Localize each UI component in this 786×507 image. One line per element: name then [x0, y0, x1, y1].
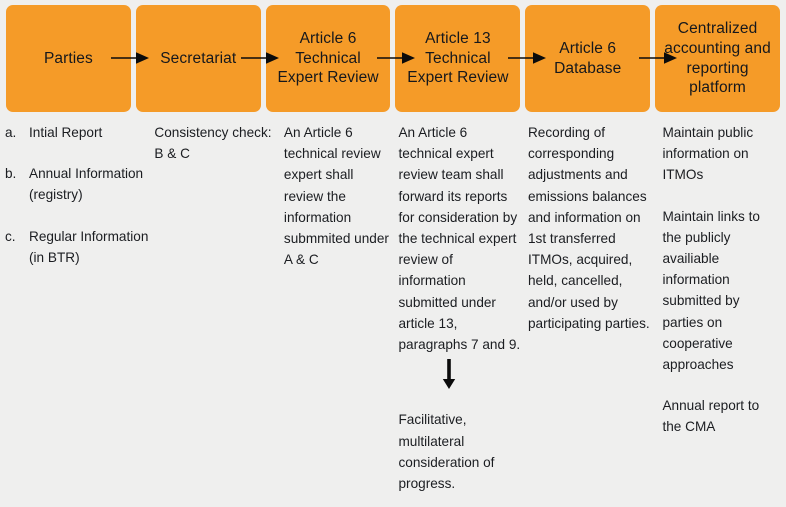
column-paragraph: Facilitative, multilateral consideration… — [398, 412, 495, 492]
column-article13-ter: An Article 6 technical expert review tea… — [398, 122, 528, 494]
arrow-down-icon — [443, 359, 456, 390]
process-box-parties[interactable]: Parties — [6, 5, 131, 112]
list-item-marker: c. — [5, 228, 16, 244]
list-item-text: Annual Information (registry) — [29, 166, 144, 203]
process-box-article6-database[interactable]: Article 6 Database — [525, 5, 651, 112]
process-box-label: Article 6 Technical Expert Review — [277, 30, 379, 87]
column-paragraph: Maintain links to the publicly availiabl… — [662, 208, 760, 373]
list-item: b. Annual Information (registry) — [5, 163, 148, 205]
process-box-article13-technical-expert-review[interactable]: Article 13 Technical Expert Review — [395, 5, 521, 112]
list-item-marker: b. — [5, 166, 17, 182]
column-paragraph: Annual report to the CMA — [662, 398, 760, 435]
process-box-label: Article 6 Database — [554, 39, 622, 77]
process-box-centralized-accounting-platform[interactable]: Centralized accounting and reporting pla… — [655, 5, 780, 112]
parties-report-list: a. Intial Report b. Annual Information (… — [5, 122, 148, 268]
process-box-label: Parties — [43, 49, 93, 67]
column-paragraph: Maintain public information on ITMOs — [662, 125, 754, 183]
process-box-label: Article 13 Technical Expert Review — [407, 30, 509, 87]
process-box-secretariat[interactable]: Secretariat — [135, 5, 261, 112]
column-centralized-platform: Maintain public information on ITMOs Mai… — [662, 122, 783, 494]
column-parties: a. Intial Report b. Annual Information (… — [5, 122, 154, 494]
arrow-down-wrapper — [398, 359, 522, 395]
process-box-label: Centralized accounting and reporting pla… — [664, 20, 771, 97]
list-item: c. Regular Information (in BTR) — [5, 226, 148, 268]
column-secretariat: Consistency check: B & C — [154, 122, 284, 494]
process-box-label: Secretariat — [160, 49, 237, 67]
column-article6-database: Recording of corresponding adjustments a… — [528, 122, 662, 494]
list-item-text: Intial Report — [29, 125, 103, 140]
list-item-text: Regular Information (in BTR) — [29, 228, 149, 265]
column-paragraph: Consistency check: B & C — [154, 125, 272, 162]
column-paragraph: An Article 6 technical review expert sha… — [283, 125, 389, 268]
column-paragraph: An Article 6 technical expert review tea… — [398, 125, 521, 353]
column-article6-ter: An Article 6 technical review expert sha… — [284, 122, 399, 494]
process-box-row: Parties Secretariat Article 6 Technical … — [6, 5, 780, 112]
list-item: a. Intial Report — [5, 122, 148, 143]
description-columns: a. Intial Report b. Annual Information (… — [5, 122, 783, 494]
process-box-article6-technical-expert-review[interactable]: Article 6 Technical Expert Review — [265, 5, 391, 112]
list-item-marker: a. — [5, 125, 17, 140]
column-paragraph: Recording of corresponding adjustments a… — [527, 125, 650, 331]
